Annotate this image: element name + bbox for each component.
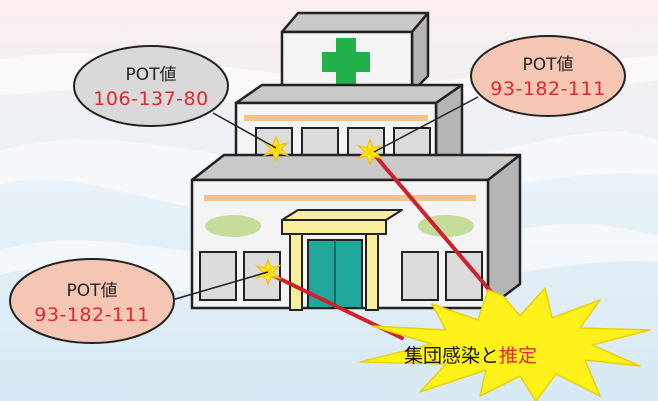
- conclusion-accent: 推定: [499, 345, 538, 367]
- pot-label: POT値: [125, 65, 177, 85]
- pot-bubble-3: [9, 258, 175, 344]
- callout-lines: [171, 96, 479, 301]
- pot-value: 93-182-111: [490, 78, 606, 100]
- conclusion-burst: [359, 287, 651, 401]
- conclusion-label: 集団感染と推定: [404, 341, 614, 368]
- pot-bubble-1: [73, 45, 229, 127]
- pot-value: 106-137-80: [93, 88, 209, 110]
- pot-label: POT値: [522, 55, 574, 75]
- conclusion-text: 集団感染と: [404, 345, 500, 367]
- pot-callout-1: POT値 106-137-80: [76, 60, 226, 110]
- pot-bubble-2: [470, 35, 626, 117]
- building-top-block: [280, 11, 430, 94]
- pot-label: POT値: [66, 281, 118, 301]
- pot-callout-3: POT値 93-182-111: [12, 276, 172, 326]
- infection-spark-icon: [356, 137, 384, 167]
- medical-cross-icon: [322, 38, 370, 86]
- pot-value: 93-182-111: [34, 304, 150, 326]
- pot-callout-2: POT値 93-182-111: [473, 50, 623, 100]
